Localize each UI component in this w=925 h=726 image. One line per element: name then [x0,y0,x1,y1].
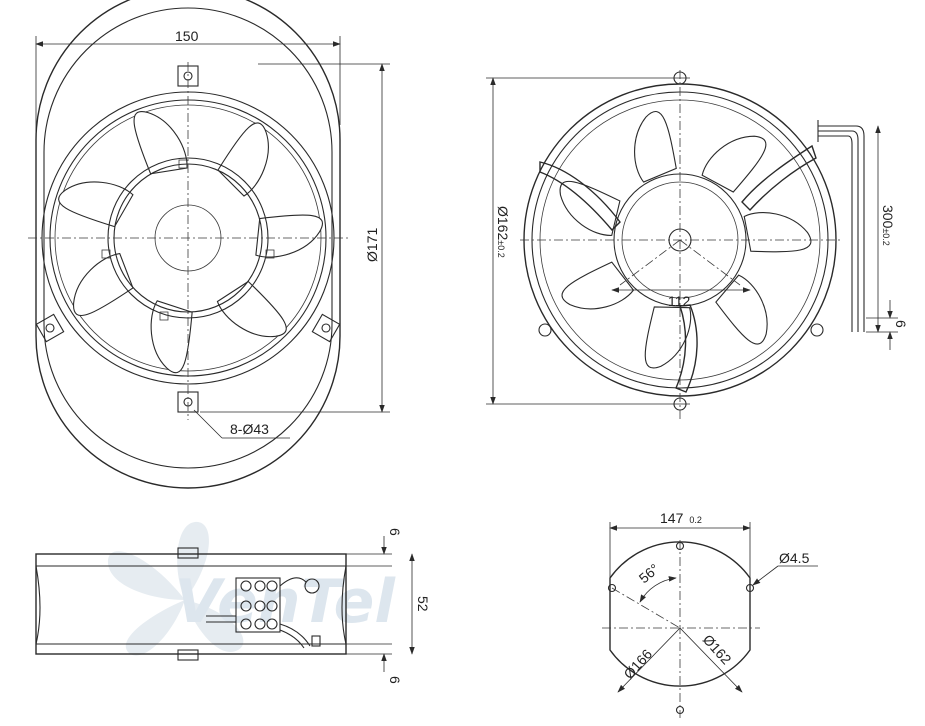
dim-dia2-line [679,627,743,693]
dim-lead-tol: ±0.2 [881,228,891,245]
dim-width-label: 150 [175,28,199,44]
dim-mount-width-label: 147 0.2 [660,510,702,526]
dim-dia1-label: Ø166 [620,646,655,682]
terminal-screw-3 [266,580,278,592]
rear-hole-bl [538,323,552,337]
front-clip-bottom [159,311,169,321]
dim-spacing-label: 112 [668,293,691,309]
dim-lead-value: 300 [880,205,896,229]
dim-mount-width-tol: 0.2 [689,515,702,525]
front-blades [58,111,323,374]
side-curve-right [341,565,347,645]
front-hole-br [321,323,331,333]
holes-label: 8-Ø43 [230,421,269,437]
dim-dia1-line [617,627,681,693]
front-hole-bl [45,323,55,333]
side-tab-bottom [177,649,199,661]
rear-spoke-left [539,161,621,232]
side-tab-top [177,547,199,559]
rear-view: 112 Ø162±0.2 300±0.2 6 [486,70,909,420]
mount-outline [609,541,751,687]
watermark-text: VenTel [175,567,396,637]
dim-angle-label: 56° [636,560,663,586]
lead-wire-1 [818,125,865,332]
side-body-outline [35,553,347,655]
dim-mount-width-value: 147 [660,510,684,526]
side-curve-left [35,565,41,645]
mount-diag-left [611,587,681,629]
mount-hole-right [745,583,755,593]
dim-diameter-label: Ø162±0.2 [495,206,511,258]
dim-diameter-tol: ±0.2 [496,240,506,257]
ground-screw [304,578,320,594]
wire-clip [311,635,321,647]
side-view: 6 52 6 [35,528,431,684]
dim-strip-label: 6 [893,320,909,328]
hole-leader [752,565,779,586]
terminal-screw-1 [240,580,252,592]
rear-hole-br [810,323,824,337]
terminal-block [206,577,321,649]
dim-bottom-flange-label: 6 [387,676,403,684]
front-ear-br [311,313,341,343]
wire-out-1 [279,623,311,647]
watermark-fan-logo [107,521,244,656]
lead-wire-2 [818,130,859,332]
front-clip-top [178,159,188,169]
wire-out-2 [279,629,305,649]
watermark: VenTel [107,521,396,656]
ground-wire [279,577,307,587]
hole-size-label: Ø4.5 [779,550,810,566]
terminal-screw-5 [254,600,266,612]
lead-wires [817,120,865,332]
dim-dia2-label: Ø162 [700,631,735,667]
terminal-screw-2 [254,580,266,592]
mount-view: 147 0.2 56° Ø4.5 Ø166 Ø162 [602,510,818,718]
terminal-screw-7 [240,618,252,630]
front-clip-right [265,249,275,259]
rear-spoke-bottom [675,304,698,393]
lead-wire-3 [818,135,853,332]
rear-diag-right [679,239,741,286]
front-view: 150 Ø171 8-Ø43 [28,0,390,489]
terminal-screw-8 [254,618,266,630]
mount-hole-left [607,583,617,593]
dim-lead-label: 300±0.2 [880,205,896,246]
front-clip-left [101,249,111,259]
terminal-housing [235,577,281,633]
rear-diag-left [619,239,681,286]
front-housing-inner [43,7,333,469]
dim-side-height-label: 52 [415,596,431,612]
terminal-screw-4 [240,600,252,612]
dim-angle-arc [639,576,677,603]
holes-leader [193,409,223,439]
rear-spoke-right [741,144,817,212]
dim-top-flange-label: 6 [387,528,403,536]
dim-diameter-value: Ø162 [495,206,511,240]
terminal-screw-6 [266,600,278,612]
terminal-screw-9 [266,618,278,630]
dim-height-label: Ø171 [364,228,380,262]
front-housing-outline [35,0,341,489]
front-ear-bl [35,313,65,343]
